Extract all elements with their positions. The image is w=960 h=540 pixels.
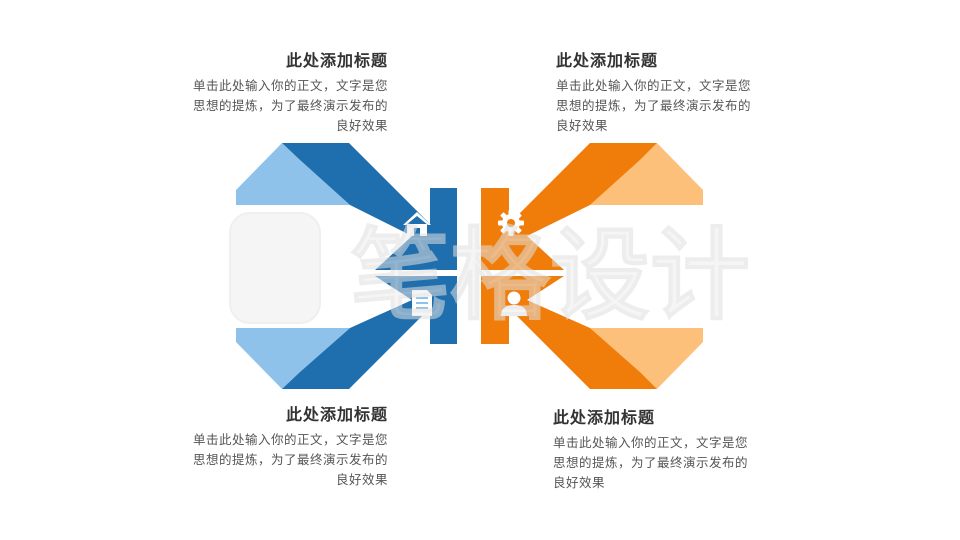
block-body-line: 思想的提炼，为了最终演示发布的	[192, 98, 388, 113]
blue-light-top-strip	[236, 143, 350, 205]
block-body: 单击此处输入你的正文，文字是您 思想的提炼，为了最终演示发布的 良好效果	[553, 433, 793, 493]
text-block-top-left: 此处添加标题 单击此处输入你的正文，文字是您 思想的提炼，为了最终演示发布的 良…	[148, 50, 388, 136]
block-title: 此处添加标题	[285, 51, 388, 70]
document-icon	[412, 290, 432, 316]
block-body-line: 良好效果	[553, 475, 606, 490]
text-block-bottom-right: 此处添加标题 单击此处输入你的正文，文字是您 思想的提炼，为了最终演示发布的 良…	[553, 407, 793, 493]
orange-light-top-strip	[590, 143, 703, 205]
block-body-line: 良好效果	[335, 118, 388, 133]
block-body-line: 良好效果	[335, 472, 388, 487]
block-body: 单击此处输入你的正文，文字是您 思想的提炼，为了最终演示发布的 良好效果	[556, 76, 796, 136]
user-icon	[501, 291, 527, 316]
block-body-line: 良好效果	[556, 118, 609, 133]
orange-top-arm	[481, 143, 657, 270]
text-block-bottom-left: 此处添加标题 单击此处输入你的正文，文字是您 思想的提炼，为了最终演示发布的 良…	[148, 404, 388, 490]
orange-light-bottom-strip	[590, 328, 703, 389]
blue-arrow-group	[236, 143, 457, 389]
block-body-line: 单击此处输入你的正文，文字是您	[556, 78, 752, 93]
block-body-line: 思想的提炼，为了最终演示发布的	[556, 98, 752, 113]
block-body-line: 单击此处输入你的正文，文字是您	[553, 435, 749, 450]
block-body-line: 单击此处输入你的正文，文字是您	[192, 78, 388, 93]
text-block-top-right: 此处添加标题 单击此处输入你的正文，文字是您 思想的提炼，为了最终演示发布的 良…	[556, 50, 796, 136]
block-body: 单击此处输入你的正文，文字是您 思想的提炼，为了最终演示发布的 良好效果	[148, 76, 388, 136]
block-body-line: 思想的提炼，为了最终演示发布的	[192, 452, 388, 467]
gear-icon	[498, 210, 524, 236]
block-title: 此处添加标题	[556, 51, 659, 70]
blue-light-bottom-strip	[236, 328, 350, 389]
block-body-line: 单击此处输入你的正文，文字是您	[192, 432, 388, 447]
orange-bottom-arm	[481, 276, 657, 389]
block-title: 此处添加标题	[553, 408, 656, 427]
block-title: 此处添加标题	[285, 405, 388, 424]
blue-top-arm	[282, 143, 457, 270]
orange-arrow-group	[481, 143, 703, 389]
home-icon	[403, 212, 431, 236]
block-body-line: 思想的提炼，为了最终演示发布的	[553, 455, 749, 470]
block-body: 单击此处输入你的正文，文字是您 思想的提炼，为了最终演示发布的 良好效果	[148, 430, 388, 490]
